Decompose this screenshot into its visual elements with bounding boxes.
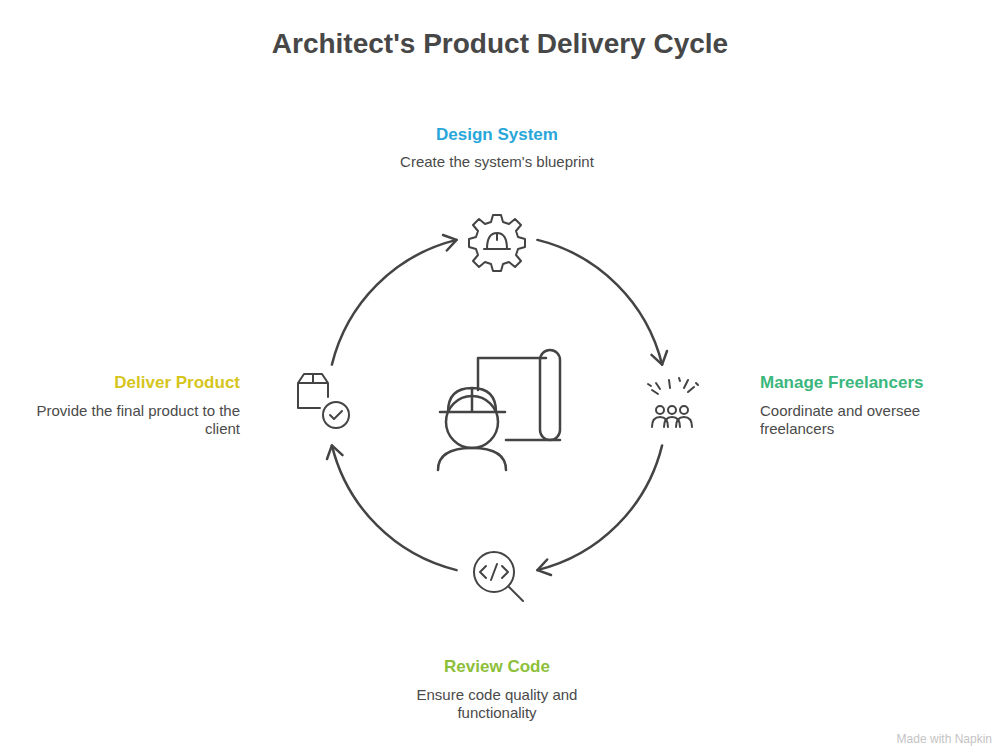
step-heading: Review Code: [347, 657, 647, 677]
package-icon: [298, 374, 349, 428]
code-review-icon: [474, 552, 523, 601]
step-description: Provide the final product to the client: [30, 402, 240, 438]
arrow-head: [537, 560, 551, 576]
cycle-arc: [332, 240, 457, 365]
cycle-arc: [537, 240, 662, 365]
architect-illustration: [438, 350, 560, 470]
step-description: Ensure code quality and functionality: [402, 686, 592, 722]
diagram-title: Architect's Product Delivery Cycle: [0, 27, 1000, 61]
stage-node: Review CodeEnsure code quality and funct…: [469, 547, 525, 603]
stage-node: Manage FreelancersCoordinate and oversee…: [644, 377, 700, 433]
cycle-arrow: [537, 445, 662, 575]
cycle-arc: [332, 445, 457, 570]
cycle-arrow: [332, 235, 457, 365]
step-description: Create the system's blueprint: [347, 153, 647, 171]
step-heading: Design System: [347, 125, 647, 145]
arrow-head: [443, 235, 457, 251]
cycle-arrow: [537, 240, 667, 365]
stage-node: Deliver ProductProvide the final product…: [294, 377, 350, 433]
watermark: Made with Napkin: [897, 732, 992, 746]
team-icon: [648, 378, 698, 427]
arrow-head: [327, 445, 343, 459]
cycle-arrow: [327, 445, 457, 570]
cycle-arc: [537, 445, 662, 570]
gear-icon: [469, 215, 525, 271]
arrow-head: [652, 351, 668, 365]
step-heading: Deliver Product: [30, 373, 240, 393]
stage-node: Design SystemCreate the system's bluepri…: [469, 212, 525, 268]
step-description: Coordinate and oversee freelancers: [760, 402, 942, 438]
step-heading: Manage Freelancers: [760, 373, 990, 393]
